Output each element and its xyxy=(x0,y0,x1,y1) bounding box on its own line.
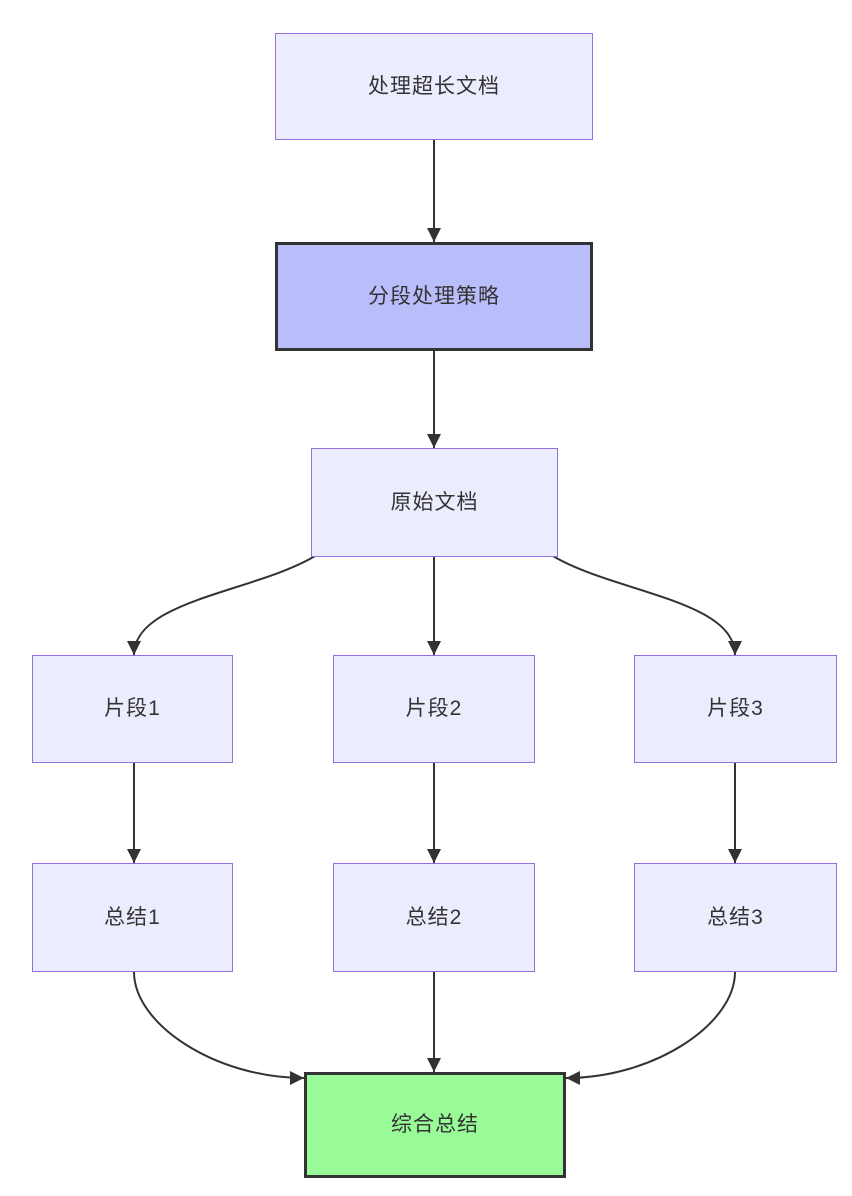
node-summary-1: 总结1 xyxy=(32,863,233,972)
node-strategy-label: 分段处理策略 xyxy=(368,284,500,308)
node-fragment-1-label: 片段1 xyxy=(104,697,161,721)
node-summary-1-label: 总结1 xyxy=(104,905,161,929)
node-final-summary-label: 综合总结 xyxy=(391,1113,479,1137)
node-summary-3-label: 总结3 xyxy=(707,905,764,929)
node-task-label: 处理超长文档 xyxy=(368,74,500,98)
node-fragment-2: 片段2 xyxy=(333,655,535,763)
node-summary-3: 总结3 xyxy=(634,863,837,972)
node-fragment-1: 片段1 xyxy=(32,655,233,763)
node-fragment-2-label: 片段2 xyxy=(405,697,463,721)
node-fragment-3-label: 片段3 xyxy=(707,697,764,721)
node-strategy: 分段处理策略 xyxy=(275,242,593,351)
node-source-document: 原始文档 xyxy=(311,448,558,557)
node-final-summary: 综合总结 xyxy=(304,1072,566,1178)
node-fragment-3: 片段3 xyxy=(634,655,837,763)
edge-sum3-final xyxy=(565,971,736,1085)
node-task: 处理超长文档 xyxy=(275,33,593,140)
node-source-document-label: 原始文档 xyxy=(390,490,479,514)
edge-source-frag1 xyxy=(127,555,316,656)
node-summary-2: 总结2 xyxy=(333,863,535,972)
node-summary-2-label: 总结2 xyxy=(405,905,463,929)
edge-source-frag3 xyxy=(552,555,742,656)
edge-sum1-final xyxy=(133,971,305,1085)
